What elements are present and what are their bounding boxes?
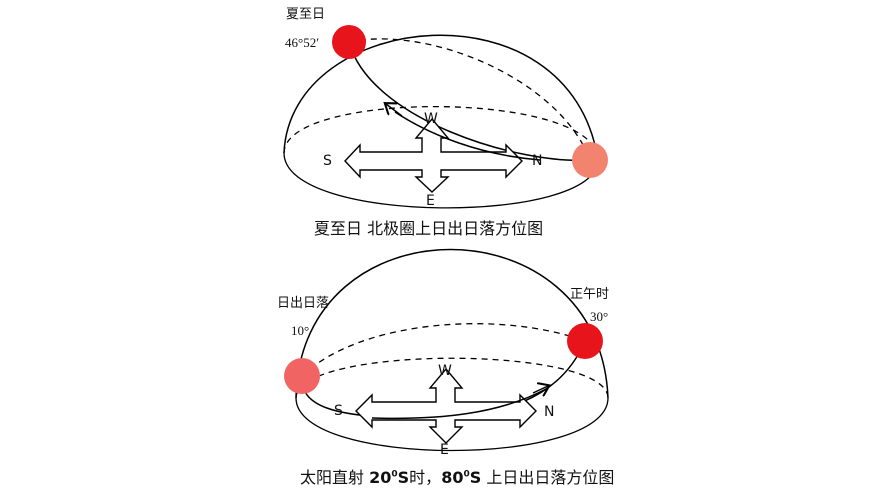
sun-horizon-1 — [572, 142, 608, 178]
sun-path-over-cross-2 — [371, 387, 549, 420]
dome-outline-1 — [283, 34, 599, 161]
caption-2-mid: 时， — [409, 468, 442, 487]
diagram-1 — [283, 25, 608, 209]
caption-2-pre: 太阳直射 — [300, 468, 365, 487]
caption-1: 夏至日 北极圈上日出日落方位图 — [314, 219, 544, 238]
dir-s-1: S — [323, 153, 332, 169]
angle-label-low: 10° — [291, 323, 310, 338]
dir-w-1: W — [424, 111, 438, 127]
angle-label-1: 46°52′ — [285, 35, 320, 50]
horizon-front-1 — [283, 152, 599, 209]
caption-2-lat2: 800S — [441, 468, 481, 487]
dir-s-2: S — [334, 403, 343, 419]
caption-2-lat1-unit: S — [397, 468, 410, 487]
compass-cross-2 — [355, 367, 537, 444]
horizon-front-2 — [295, 397, 609, 452]
sun-noon-2 — [567, 323, 603, 359]
caption-2-lat2-num: 80 — [441, 468, 464, 487]
dir-w-2: W — [438, 363, 452, 379]
dir-e-2: E — [440, 442, 449, 458]
dir-n-1: N — [532, 153, 543, 169]
sun-path-front-1 — [348, 41, 591, 162]
sun-path-back-1 — [348, 38, 591, 161]
sun-path-over-cross-1 — [394, 111, 541, 161]
caption-2-lat2-sup: 0 — [463, 469, 470, 480]
caption-2: 太阳直射 200S时，800S 上日出日落方位图 — [300, 470, 614, 486]
angle-label-high: 30° — [590, 309, 609, 324]
dir-e-1: E — [426, 193, 435, 209]
caption-2-lat1-num: 20 — [369, 468, 392, 487]
noon-label: 正午时 — [570, 287, 610, 302]
sun-solstice-1 — [332, 25, 366, 59]
caption-2-lat1-sup: 0 — [391, 469, 398, 480]
diagram-2 — [284, 248, 609, 452]
caption-2-lat1: 200S — [369, 468, 409, 487]
sunrise-sunset-label: 日出日落 — [277, 296, 330, 311]
compass-cross-1 — [344, 117, 523, 193]
dir-n-2: N — [544, 404, 555, 420]
sun-sunrise-sunset-2 — [284, 358, 320, 394]
caption-2-lat2-unit: S — [469, 468, 482, 487]
sun-path-arrow-2 — [532, 386, 548, 393]
solstice-label: 夏至日 — [286, 7, 326, 22]
caption-2-post: 上日出日落方位图 — [486, 468, 615, 487]
